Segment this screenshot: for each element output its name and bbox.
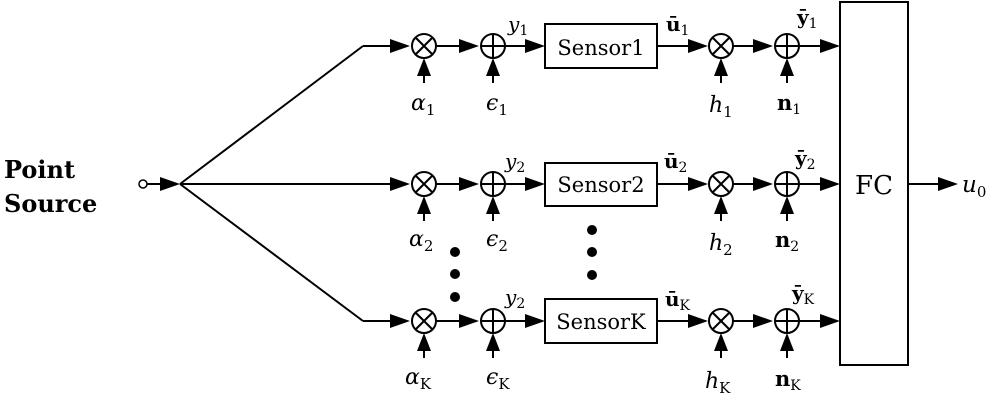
branch-1 <box>363 23 840 83</box>
sensor-K-label: SensorK <box>556 310 646 334</box>
source-arrow <box>160 177 180 191</box>
y-label-2: y2 <box>504 149 525 176</box>
fusion-center-label: FC <box>855 171 893 201</box>
y-label-K: y2 <box>504 285 525 312</box>
epsilon-label-K: ϵK <box>486 365 510 393</box>
ybar-label-K: ȳK <box>791 281 815 308</box>
output-arrow <box>938 177 958 191</box>
sensor-K-box <box>544 298 658 344</box>
output-label: u0 <box>962 172 986 201</box>
ellipsis-dot <box>450 292 460 302</box>
h-label-K: hK <box>705 369 731 397</box>
ellipsis-dot <box>450 269 460 279</box>
h-label-1: h1 <box>709 93 733 121</box>
source-node <box>138 179 148 189</box>
fan-line-1 <box>179 45 364 185</box>
epsilon-label-2: ϵ2 <box>486 227 508 255</box>
alpha-label-1: α1 <box>411 91 435 119</box>
ellipsis-dot <box>587 247 597 257</box>
ellipsis-dot <box>587 225 597 235</box>
alpha-label-2: α2 <box>409 227 433 255</box>
u-label-K: ūK <box>665 287 691 314</box>
sensor-2-label: Sensor2 <box>557 173 644 197</box>
n-label-K: nK <box>775 366 801 394</box>
source-label-line1: Point <box>4 155 75 184</box>
ybar-label-1: ȳ1 <box>796 5 818 32</box>
ybar-label-2: ȳ2 <box>794 146 816 173</box>
n-label-1: n1 <box>777 90 801 118</box>
h-label-2: h2 <box>709 231 733 259</box>
fan-line-K <box>179 183 364 322</box>
branch-K <box>363 298 840 358</box>
fusion-center-box <box>839 1 909 366</box>
alpha-label-K: αK <box>405 365 432 393</box>
sensor-1-label: Sensor1 <box>557 36 644 60</box>
epsilon-label-1: ϵ1 <box>486 91 508 119</box>
ellipsis-dot <box>450 247 460 257</box>
n-label-2: n2 <box>775 227 799 255</box>
u-label-2: ū2 <box>664 149 687 176</box>
y-label-1: y1 <box>507 12 528 39</box>
branch-2 <box>180 162 840 221</box>
ellipsis-dot <box>587 270 597 280</box>
u-label-1: ū1 <box>666 12 689 39</box>
source-label-line2: Source <box>4 189 97 218</box>
